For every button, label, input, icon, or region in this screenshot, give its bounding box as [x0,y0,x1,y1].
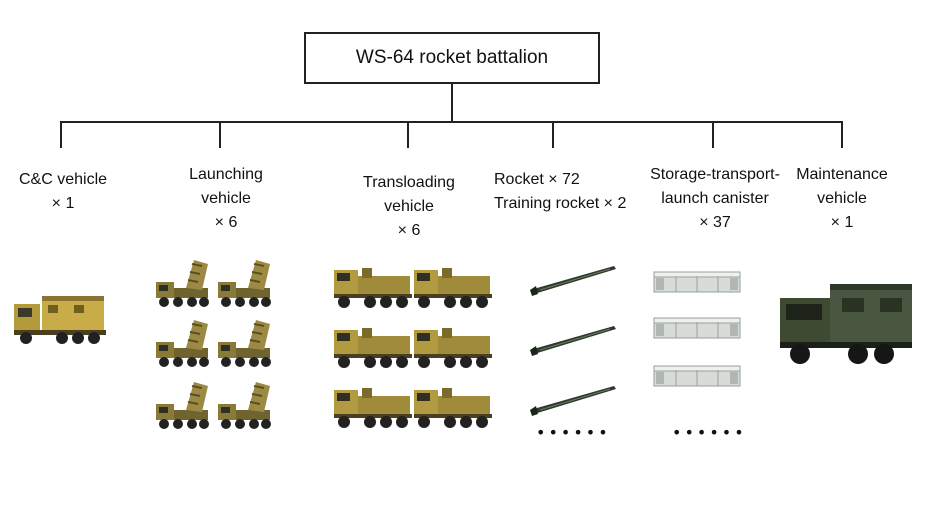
transloader-truck-icon [334,268,412,308]
ellipsis-canisters: •••••• [672,423,747,442]
launcher-truck-icon [217,319,272,368]
maintenance-truck-icon [780,284,912,364]
label-maintenance-vehicle: Maintenance vehicle × 1 [796,166,888,231]
command-truck-icon [14,296,106,344]
launcher-truck-icon [155,259,210,308]
transloader-truck-icon [414,388,492,428]
label-rocket: Rocket × 72 Training rocket × 2 [494,171,627,212]
canister-icon [653,365,741,387]
rocket-icon [529,325,617,357]
root-title: WS-64 rocket battalion [355,47,549,68]
canister-icon [653,271,741,293]
rocket-icon [529,385,617,417]
launcher-truck-icon [155,319,210,368]
label-canister: Storage-transport- launch canister × 37 [650,166,780,231]
root-node: WS-64 rocket battalion [304,32,600,84]
canister-icon [653,317,741,339]
label-transloading-vehicle: Transloading vehicle × 6 [363,174,455,239]
transloader-truck-icon [414,268,492,308]
rocket-icon [529,265,617,297]
label-launching-vehicle: Launching vehicle × 6 [189,166,263,231]
launcher-truck-icon [217,259,272,308]
label-cc-vehicle: C&C vehicle × 1 [18,171,108,212]
launcher-truck-icon [217,381,272,430]
transloader-truck-icon [414,328,492,368]
transloader-truck-icon [334,388,412,428]
ellipsis-rockets: •••••• [536,423,611,442]
launcher-truck-icon [155,381,210,430]
transloader-truck-icon [334,328,412,368]
